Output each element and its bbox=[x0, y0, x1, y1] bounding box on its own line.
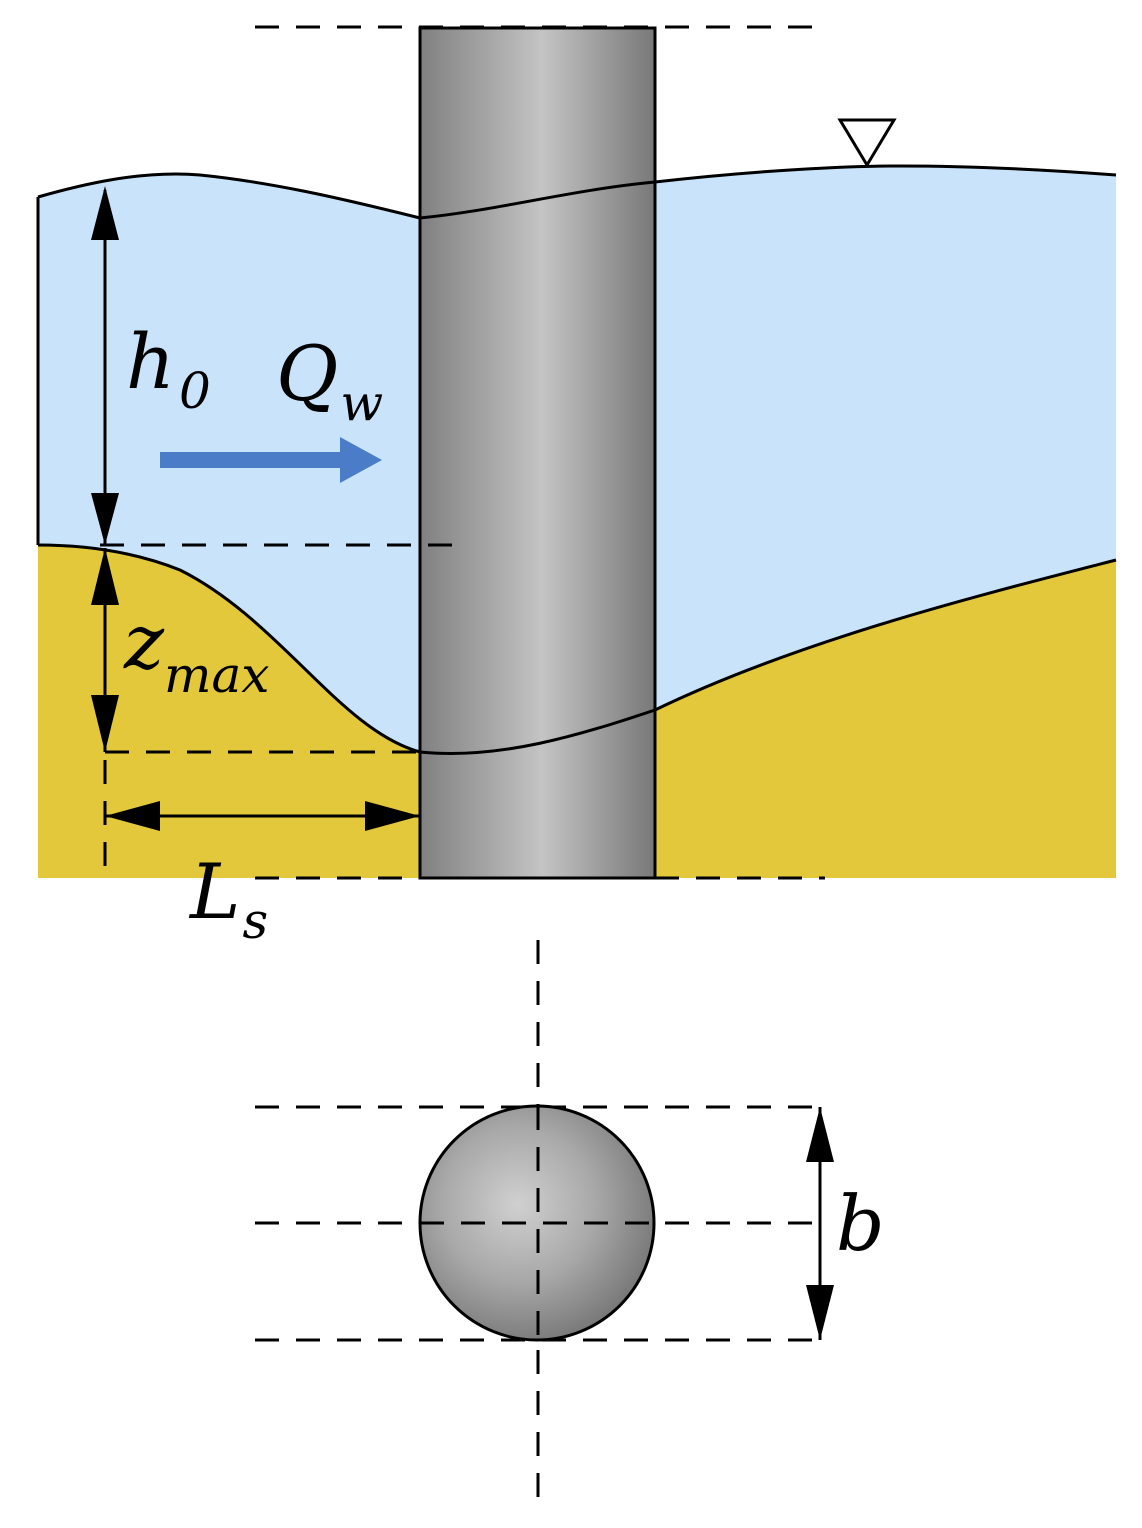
pier-scour-line bbox=[419, 708, 656, 756]
b-label: b bbox=[836, 1179, 885, 1268]
ls-arrow-left-icon bbox=[105, 801, 160, 831]
pier-water-line bbox=[419, 180, 656, 220]
h0-arrow-up-icon bbox=[91, 186, 119, 240]
qw-label: Qw bbox=[276, 329, 383, 432]
zmax-arrow-down-icon bbox=[91, 695, 119, 752]
ls-label: Ls bbox=[188, 847, 268, 950]
flow-arrow-icon bbox=[340, 437, 382, 483]
water-surface-marker-icon bbox=[837, 118, 897, 168]
flow-arrow-shaft bbox=[160, 452, 345, 468]
b-arrow-up-icon bbox=[806, 1107, 834, 1162]
zmax-label: zmax bbox=[123, 597, 269, 704]
h0-label: h0 bbox=[126, 317, 211, 420]
h0-arrow-down-icon bbox=[91, 493, 119, 545]
b-arrow-down-icon bbox=[806, 1285, 834, 1340]
pier-cylinder bbox=[418, 26, 657, 880]
pier-plan-circle bbox=[418, 1104, 656, 1342]
sediment-bed bbox=[38, 545, 1116, 878]
zmax-arrow-up-icon bbox=[91, 548, 119, 605]
ls-arrow-right-icon bbox=[365, 801, 420, 831]
